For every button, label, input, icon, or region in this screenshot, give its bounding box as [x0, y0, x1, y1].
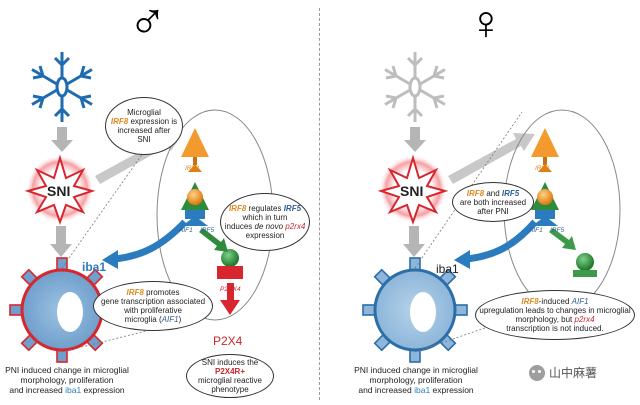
arrow-irf5-to-p2rx4 — [199, 228, 228, 252]
aif1-label: AIF1 — [529, 227, 543, 234]
irf5-label: IRF5 — [200, 227, 215, 234]
bubble-irf8-regulates-irf5: IRF8 regulates IRF5 which in turn induce… — [220, 193, 310, 251]
female-symbol: ♀ — [468, 0, 504, 50]
irf8-label: IRF8 — [185, 165, 200, 172]
aif1-irf5-complex-icon — [531, 182, 559, 226]
male-symbol: ♂ — [128, 0, 167, 51]
watermark: 山中麻薯 — [529, 364, 597, 381]
sni-label: SNI — [47, 183, 71, 199]
sni-star — [24, 154, 96, 226]
bubble-irf8-promotes: IRF8 promotes gene transcription associa… — [93, 281, 213, 331]
bubble-aif1-upregulation: IRF8-induced AIF1 upregulation leads to … — [475, 290, 635, 340]
arrow-down-2 — [403, 226, 425, 257]
microglia-cell-icon — [362, 257, 468, 363]
female-caption: PNI induced change in microglial morphol… — [354, 365, 478, 395]
snowflake-icon — [384, 52, 446, 122]
watermark-text: 山中麻薯 — [549, 366, 598, 380]
connector-line — [414, 111, 523, 269]
irf5-label: IRF5 — [550, 227, 565, 234]
panel-divider — [319, 8, 320, 400]
receptor-no-p2rx4-icon — [573, 253, 597, 277]
irf8-term: IRF8 — [110, 117, 129, 126]
arrow-to-iba1 — [114, 219, 188, 263]
aif1-label: AIF1 — [179, 227, 193, 234]
irf8-label: IRF8 — [535, 165, 550, 172]
iba1-label: iba1 — [82, 260, 107, 274]
bubble-irf8-irf5-increased: IRF8 and IRF5 are both increased after P… — [452, 182, 534, 222]
bubble-irf8-increased: Microglial IRF8 expression is increased … — [105, 97, 183, 155]
sni-star — [377, 154, 449, 226]
connector-line — [414, 309, 538, 353]
female-diagram-graphics — [362, 52, 621, 363]
arrow-to-iba1 — [466, 219, 538, 263]
arrow-down-1 — [404, 127, 426, 152]
male-panel: ♂ SNI iba1 IRF8 AIF1 IRF5 P2RX4 P2X4 Mic… — [0, 0, 318, 405]
arrow-down-2 — [50, 226, 72, 257]
arrow-to-p2x4 — [220, 283, 240, 315]
irf8-protein-icon — [181, 128, 209, 172]
bubble-p2x4r-phenotype: SNI induces the P2X4R+ microglial reacti… — [186, 354, 274, 398]
snowflake-icon — [31, 52, 93, 122]
wechat-icon — [529, 364, 545, 381]
p2x4-label: P2X4 — [213, 334, 243, 348]
p2rx4-receptor-icon — [217, 249, 243, 279]
arrow-sni-to-irf8 — [448, 133, 535, 184]
male-caption: PNI induced change in microglial morphol… — [5, 365, 129, 395]
sni-label: SNI — [400, 183, 424, 199]
irf8-protein-icon — [531, 128, 559, 172]
arrow-irf5-to-receptor — [549, 228, 576, 250]
iba1-label: iba1 — [436, 262, 459, 276]
aif1-irf5-complex-icon — [181, 182, 209, 226]
p2rx4-label: P2RX4 — [220, 286, 241, 293]
arrow-down-1 — [51, 127, 73, 152]
female-panel: ♀ SNI iba1 IRF8 AIF1 IRF5 IRF8 and IRF5 … — [322, 0, 640, 405]
